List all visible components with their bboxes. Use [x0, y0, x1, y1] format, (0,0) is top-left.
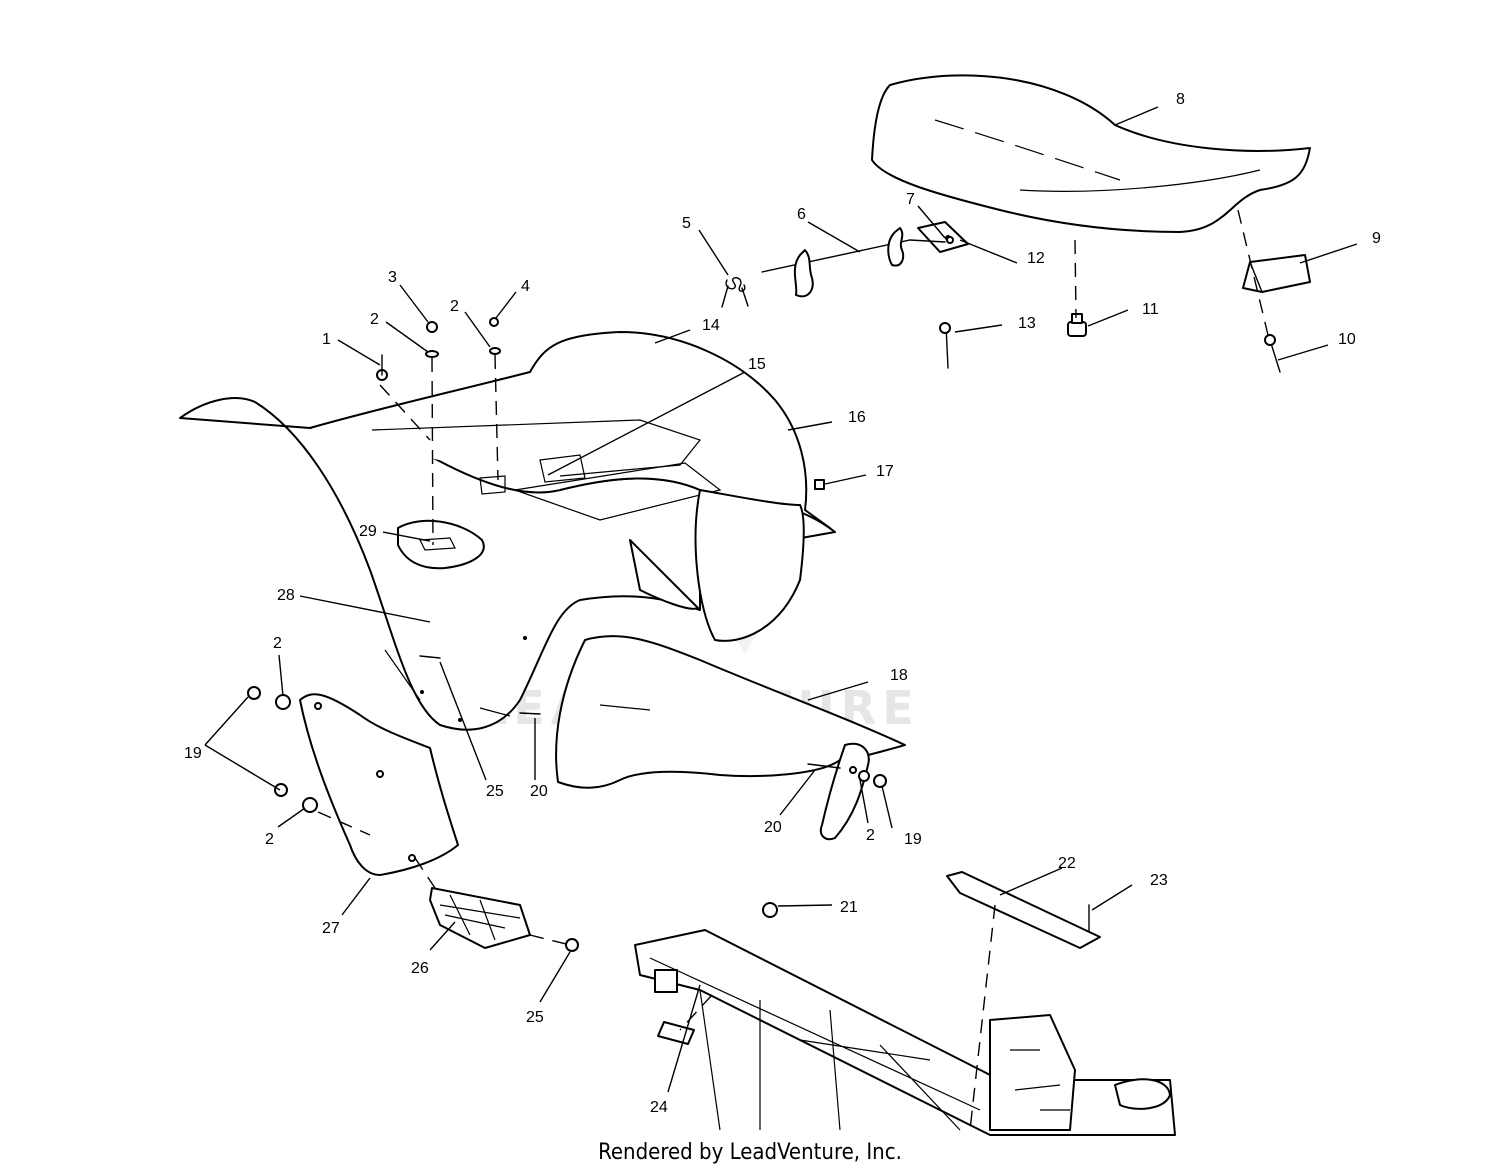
callout-25: 25 [486, 783, 504, 800]
spring-5 [721, 277, 749, 308]
callout-4: 4 [521, 278, 530, 295]
strap-22 [946, 871, 1101, 949]
callout-5: 5 [682, 215, 691, 232]
callout-12: 12 [1027, 250, 1045, 267]
callout-10: 10 [1338, 331, 1356, 348]
rivet-13 [939, 322, 951, 369]
callout-6: 6 [797, 206, 806, 223]
callout-11: 11 [1142, 301, 1159, 318]
callout-19: 19 [904, 831, 922, 848]
clip-17 [814, 479, 825, 490]
leader-lines [204, 106, 1358, 1093]
fasteners [247, 317, 1090, 952]
seat-bracket [1242, 254, 1311, 293]
latch-rod-6 [761, 227, 954, 298]
callout-8: 8 [1176, 91, 1185, 108]
callout-2: 2 [370, 311, 379, 328]
callout-29: 29 [359, 523, 377, 540]
decal-24 [657, 1021, 695, 1045]
mud-flap-right [819, 742, 870, 841]
callout-25: 25 [526, 1009, 544, 1026]
callout-16: 16 [848, 409, 866, 426]
latch-plate-12 [917, 221, 969, 253]
fastener-10 [1264, 334, 1281, 373]
callout-13: 13 [1018, 315, 1036, 332]
callout-22: 22 [1058, 855, 1076, 872]
seat [871, 74, 1311, 233]
callout-23: 23 [1150, 872, 1168, 889]
callout-14: 14 [702, 317, 720, 334]
callout-9: 9 [1372, 230, 1381, 247]
callout-27: 27 [322, 920, 340, 937]
callout-26: 26 [411, 960, 429, 977]
rear-fender-28 [179, 331, 836, 731]
callout-21: 21 [840, 899, 858, 916]
callout-3: 3 [388, 269, 397, 286]
callout-2: 2 [450, 298, 459, 315]
assembly-lines [317, 209, 1269, 1131]
callout-labels: 1 2 3 2 4 5 6 7 8 9 10 11 12 13 14 15 16… [184, 91, 1381, 1116]
callout-2: 2 [265, 831, 274, 848]
callout-20: 20 [764, 819, 782, 836]
callout-2: 2 [866, 827, 875, 844]
mount-plate-29 [397, 519, 485, 570]
callout-28: 28 [277, 587, 295, 604]
callout-15: 15 [748, 356, 766, 373]
callout-7: 7 [906, 191, 915, 208]
render-credit: Rendered by LeadVenture, Inc. [598, 1140, 902, 1165]
mud-flap-27 [299, 693, 459, 876]
callout-24: 24 [650, 1099, 668, 1116]
callout-1: 1 [322, 331, 331, 348]
callout-17: 17 [876, 463, 894, 480]
callout-2: 2 [273, 635, 282, 652]
bumper-11 [1067, 313, 1087, 337]
frame [634, 929, 1176, 1136]
footrest-26 [429, 887, 531, 949]
callout-18: 18 [890, 667, 908, 684]
callout-20: 20 [530, 783, 548, 800]
lower-fender-18 [479, 635, 906, 789]
callout-19: 19 [184, 745, 202, 762]
